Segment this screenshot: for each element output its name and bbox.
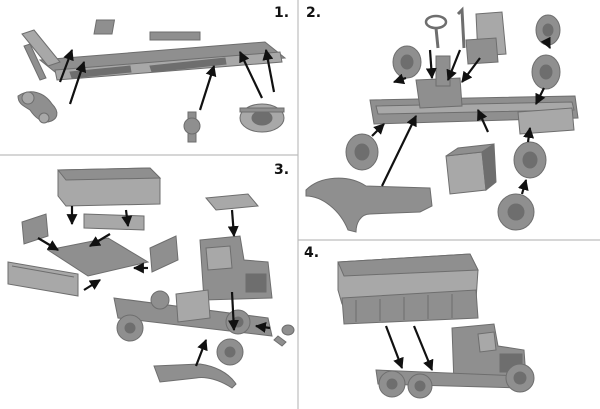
fuel-tank bbox=[445, 151, 487, 195]
leaf-spring bbox=[149, 57, 227, 73]
panel-2-arrows bbox=[371, 36, 551, 195]
step-3-label: 3. bbox=[274, 162, 290, 178]
panel-1-chassis bbox=[17, 19, 287, 143]
side-panel bbox=[7, 261, 79, 297]
panel-4-truck bbox=[337, 253, 535, 399]
panel-3-arrows bbox=[37, 206, 271, 367]
wheel bbox=[150, 290, 170, 310]
cab-roof bbox=[205, 193, 259, 211]
panel-4-arrows bbox=[384, 325, 434, 372]
side-panel bbox=[21, 213, 49, 245]
steering-wheel bbox=[424, 14, 448, 30]
panel-3-parts bbox=[7, 167, 295, 389]
step-4-label: 4. bbox=[304, 245, 320, 261]
panel-1-arrows bbox=[58, 48, 276, 111]
panel-2-chassis bbox=[305, 6, 579, 233]
fender bbox=[305, 177, 433, 233]
hub-part bbox=[281, 324, 295, 336]
cargo-bed bbox=[46, 237, 150, 277]
step-1-label: 1. bbox=[274, 5, 290, 21]
side-panel bbox=[149, 235, 179, 273]
front-panel bbox=[83, 213, 145, 231]
step-2-label: 2. bbox=[306, 5, 322, 21]
cargo-bed bbox=[341, 289, 479, 325]
fender bbox=[153, 363, 237, 389]
